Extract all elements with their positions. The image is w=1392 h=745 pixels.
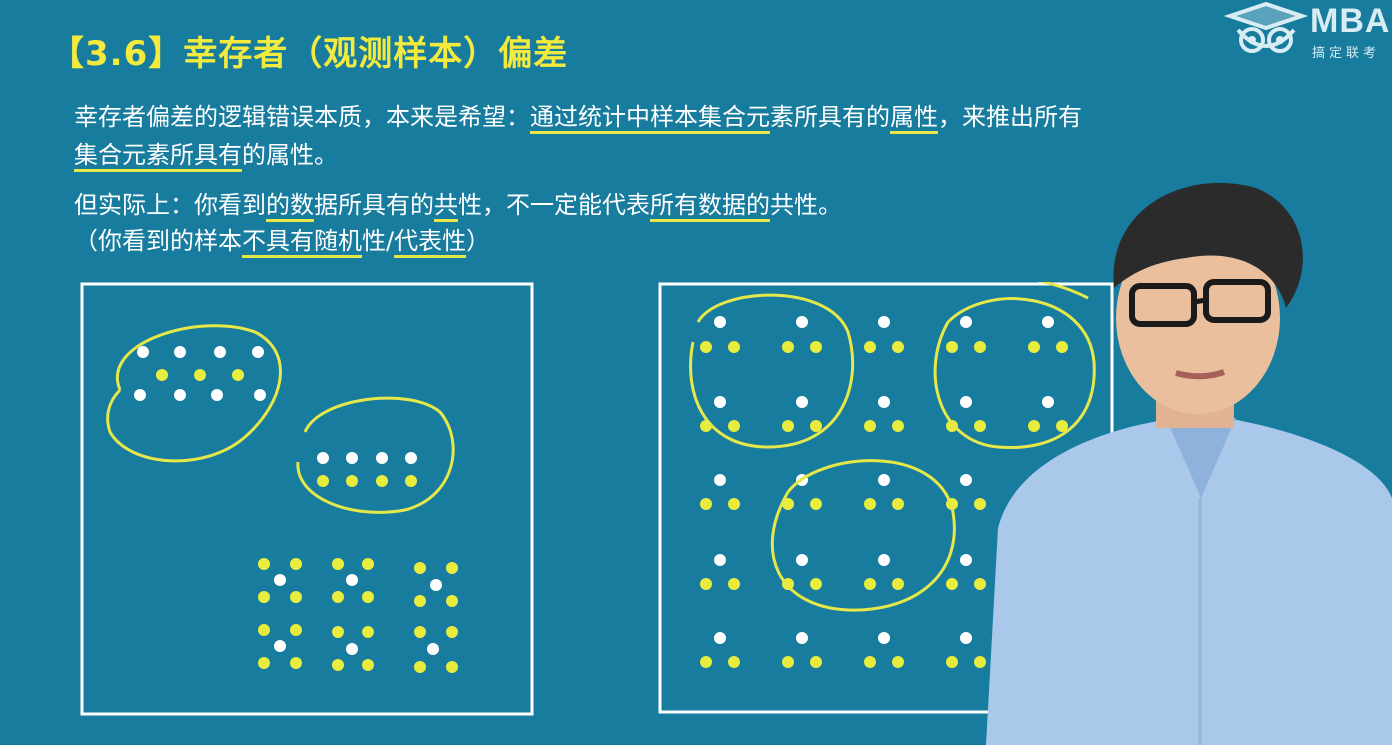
text-segment: 性/ xyxy=(362,227,395,255)
underlined-phrase: 所有数据的 xyxy=(650,191,770,219)
underlined-phrase: 集合元素所具有 xyxy=(74,141,242,169)
logo-subtitle: 搞定联考 xyxy=(1312,46,1381,61)
diagram-left-biased-sample xyxy=(80,282,534,716)
paragraph-survivorship-essence: 幸存者偏差的逻辑错误本质，本来是希望：通过统计中样本集合元素所具有的属性，来推出… xyxy=(74,98,1084,174)
logo-text: MBA xyxy=(1310,2,1391,40)
owl-logo-icon xyxy=(1224,1,1309,53)
underlined-phrase: 通过统计中样本集合元 xyxy=(530,103,770,131)
slide-title: 【3.6】幸存者（观测样本）偏差 xyxy=(50,34,569,74)
text-segment: 素所具有的 xyxy=(770,103,890,131)
text-segment: 但实际上：你看到 xyxy=(74,191,266,219)
paragraph-reality: 但实际上：你看到的数据所具有的共性，不一定能代表所有数据的共性。 xyxy=(74,186,1134,224)
text-segment: ，来推出所有 xyxy=(938,103,1082,131)
text-segment: 据所具有的 xyxy=(314,191,434,219)
text-segment: 共性。 xyxy=(770,191,842,219)
underlined-phrase: 代表性 xyxy=(394,227,467,255)
text-segment: ） xyxy=(466,227,491,255)
underlined-phrase: 属性 xyxy=(890,103,938,131)
text-segment: 的属性。 xyxy=(242,141,338,169)
text-segment: 幸存者偏差的逻辑错误本质，本来是希望： xyxy=(74,103,530,131)
underlined-phrase: 不具有随机 xyxy=(242,227,362,255)
paragraph-sample-note: （你看到的样本不具有随机性/代表性） xyxy=(74,222,774,260)
text-segment: （你看到的样本 xyxy=(74,227,242,255)
text-segment: 性，不一定能代表 xyxy=(458,191,650,219)
underlined-phrase: 的数 xyxy=(266,191,314,219)
presenter-figure xyxy=(986,182,1392,745)
underlined-phrase: 共 xyxy=(434,191,458,219)
